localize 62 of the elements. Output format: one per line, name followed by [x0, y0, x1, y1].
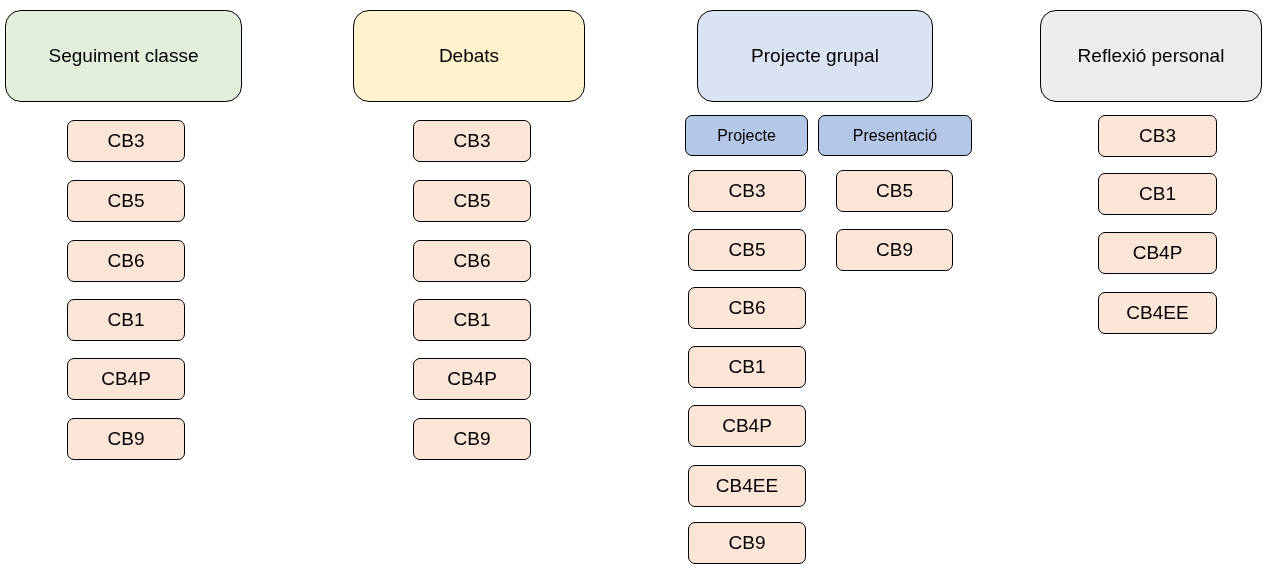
box-label: CB4EE — [715, 474, 779, 499]
box-label: CB1 — [107, 308, 145, 333]
box-label: Reflexió personal — [1077, 44, 1225, 69]
code-box — [688, 287, 806, 329]
box-label: CB4P — [722, 414, 772, 439]
box-label: Projecte — [717, 125, 776, 146]
code-box — [67, 299, 185, 341]
box-label: CB4P — [101, 367, 151, 392]
code-box — [67, 240, 185, 282]
box-label: CB6 — [107, 249, 145, 274]
code-box — [1098, 173, 1217, 215]
code-box — [67, 120, 185, 162]
box-label: CB4EE — [1126, 301, 1189, 326]
box-label: CB5 — [453, 189, 491, 214]
box-label: Presentació — [852, 125, 938, 146]
code-box — [67, 418, 185, 460]
code-box — [836, 170, 953, 212]
code-box — [67, 180, 185, 222]
box-label: CB1 — [453, 308, 491, 333]
box-label: CB3 — [453, 129, 491, 154]
box-label: CB6 — [453, 249, 491, 274]
box-label: CB3 — [728, 179, 766, 204]
code-box — [1098, 232, 1217, 274]
box-label: CB9 — [453, 427, 491, 452]
box-label: Debats — [438, 44, 500, 69]
subheader-box — [818, 115, 972, 156]
box-label: CB3 — [1139, 124, 1176, 149]
box-label: CB9 — [107, 427, 145, 452]
code-box — [413, 299, 531, 341]
box-label: Projecte grupal — [751, 44, 879, 69]
header-box — [697, 10, 933, 102]
box-label: Seguiment classe — [48, 44, 199, 69]
box-label: CB1 — [1139, 182, 1176, 207]
subheader-box — [685, 115, 808, 156]
box-label: CB4P — [447, 367, 497, 392]
box-label: CB3 — [107, 129, 145, 154]
code-box — [688, 465, 806, 507]
box-label: CB4P — [1132, 241, 1183, 266]
code-box — [836, 229, 953, 271]
code-box — [67, 358, 185, 400]
box-label: CB5 — [876, 179, 913, 204]
header-box — [353, 10, 585, 102]
code-box — [688, 170, 806, 212]
code-box — [688, 405, 806, 447]
box-label: CB9 — [728, 531, 766, 556]
box-label: CB9 — [876, 238, 913, 263]
code-box — [413, 418, 531, 460]
code-box — [413, 180, 531, 222]
box-label: CB5 — [107, 189, 145, 214]
box-label: CB5 — [728, 238, 766, 263]
box-label: CB6 — [728, 296, 766, 321]
code-box — [688, 229, 806, 271]
code-box — [413, 120, 531, 162]
code-box — [688, 522, 806, 564]
code-box — [1098, 115, 1217, 157]
code-box — [1098, 292, 1217, 334]
code-box — [413, 240, 531, 282]
box-label: CB1 — [728, 355, 766, 380]
header-box — [1040, 10, 1262, 102]
header-box — [5, 10, 242, 102]
code-box — [413, 358, 531, 400]
code-box — [688, 346, 806, 388]
